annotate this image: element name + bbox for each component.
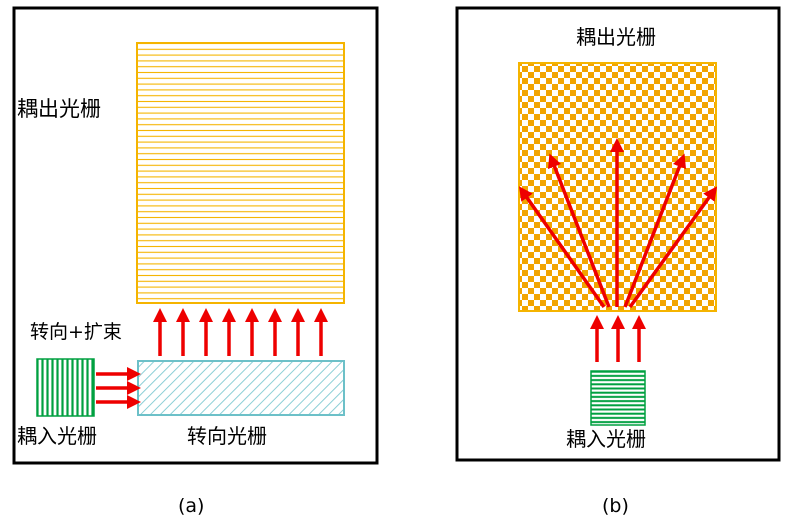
fan-arrows-b xyxy=(518,138,718,309)
fan-arrow xyxy=(628,186,718,309)
incoupling-grating-b xyxy=(590,370,646,426)
fan-arrow xyxy=(548,153,611,308)
upward-arrows-a xyxy=(153,308,328,356)
upward-arrows-b xyxy=(590,315,646,362)
turning-grating-label: 转向光栅 xyxy=(187,424,267,448)
fan-arrow xyxy=(518,186,606,309)
outcoupling-grating-label-a: 耦出光栅 xyxy=(17,97,101,121)
fan-arrow xyxy=(623,153,686,308)
incoupling-grating-label-a: 耦入光栅 xyxy=(17,424,97,448)
caption-a: (a) xyxy=(178,495,204,517)
outcoupling-grating-label-b: 耦出光栅 xyxy=(576,25,656,49)
incoupling-grating-a xyxy=(36,358,95,417)
incoupling-grating-label-b: 耦入光栅 xyxy=(566,427,646,451)
caption-b: (b) xyxy=(602,495,629,517)
panel-b: 耦出光栅 耦入光栅 xyxy=(455,6,781,462)
turning-expansion-label: 转向+扩束 xyxy=(30,321,122,343)
outcoupling-grating-a xyxy=(136,42,345,304)
panel-a: 耦出光栅 转向+扩束 转向光栅 耦入光栅 xyxy=(12,6,379,465)
right-arrows-a xyxy=(96,367,141,409)
turning-grating xyxy=(137,360,345,416)
